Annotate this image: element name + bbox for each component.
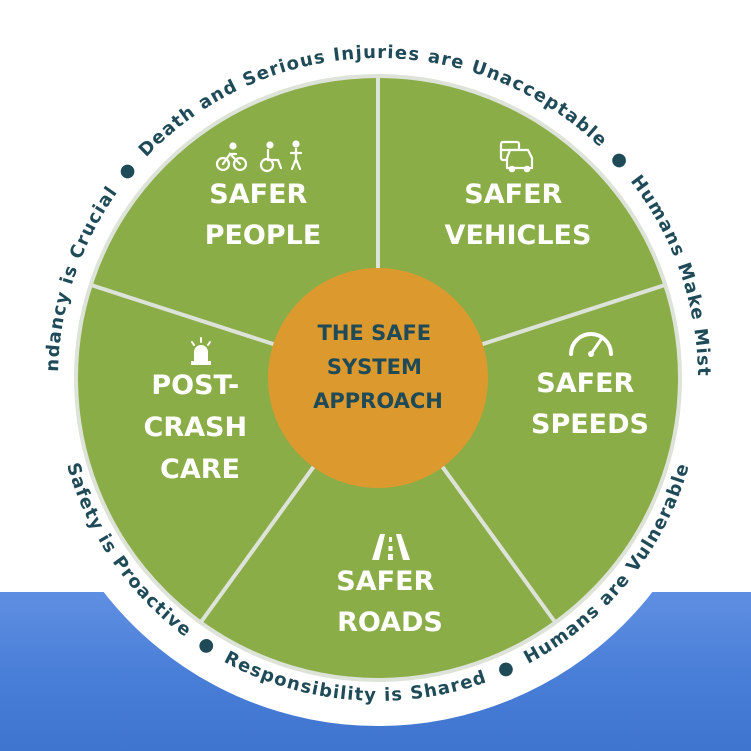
segment-label: SAFER PEOPLE <box>205 179 322 251</box>
ring-bullet: ● <box>494 655 518 681</box>
segment-safer-speeds: SAFER SPEEDS <box>531 332 649 440</box>
segment-safer-vehicles: SAFER VEHICLES <box>445 140 592 251</box>
segment-label: SAFER SPEEDS <box>531 368 649 440</box>
segment-label: POST- CRASH CARE <box>144 370 257 485</box>
center-line-2: SYSTEM <box>327 355 422 379</box>
segment-label: SAFER VEHICLES <box>445 179 592 251</box>
center-circle <box>268 268 488 488</box>
vehicles-icon <box>499 140 534 173</box>
center-line-1: THE SAFE <box>318 321 432 345</box>
segment-safer-people: SAFER PEOPLE <box>205 140 322 251</box>
emergency-light-icon <box>191 337 211 365</box>
center-title: THE SAFE SYSTEM APPROACH <box>313 321 443 413</box>
segment-safer-roads: SAFER ROADS <box>336 534 443 638</box>
center-line-3: APPROACH <box>313 389 443 413</box>
road-icon <box>372 534 410 560</box>
segment-post-crash-care: POST- CRASH CARE <box>144 337 257 485</box>
bike-wheelchair-pedestrian-icon <box>215 140 303 173</box>
segment-label: SAFER ROADS <box>336 566 443 638</box>
speedometer-icon <box>569 332 613 357</box>
